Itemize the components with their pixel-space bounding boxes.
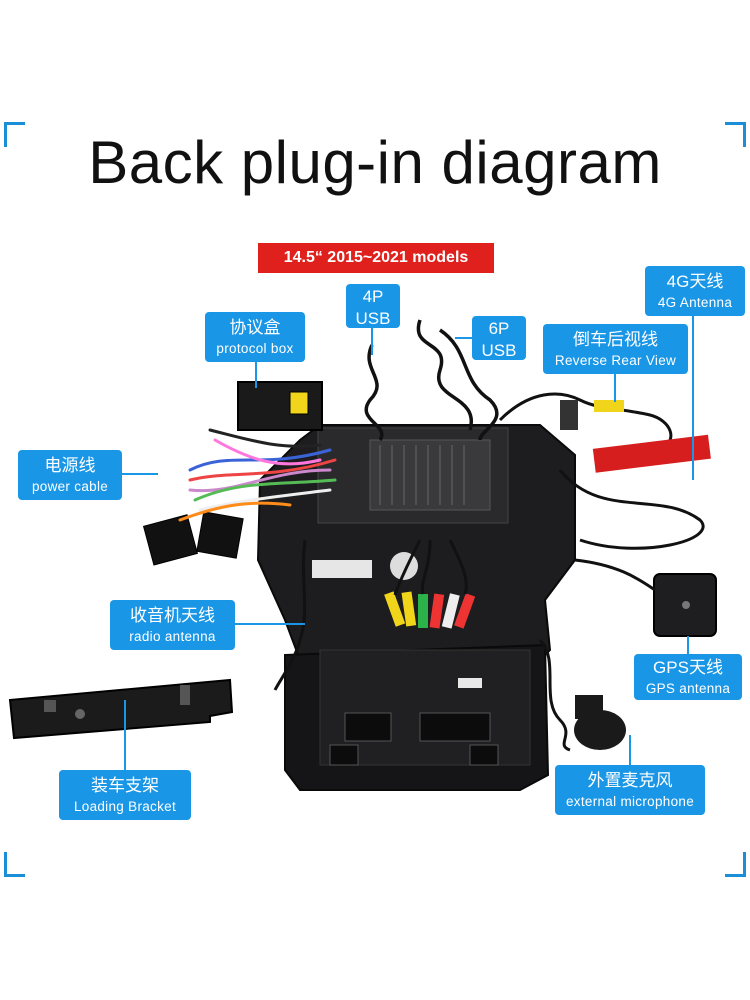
label-gps-antenna-en: GPS antenna bbox=[645, 680, 731, 696]
label-usb-6p: 6P USB bbox=[472, 316, 526, 360]
label-loading-bracket: 装车支架 Loading Bracket bbox=[59, 770, 191, 820]
corner-top-left bbox=[4, 122, 25, 147]
label-protocol-box-en: protocol box bbox=[216, 340, 294, 356]
reverse-connector bbox=[560, 400, 578, 430]
label-reverse-view-en: Reverse Rear View bbox=[554, 352, 677, 368]
label-gps-antenna: GPS天线 GPS antenna bbox=[634, 654, 742, 700]
ce-sticker bbox=[312, 560, 372, 578]
label-4g-antenna-en: 4G Antenna bbox=[657, 294, 733, 310]
usb-6p-cable bbox=[416, 319, 474, 431]
antenna-4g-device bbox=[592, 434, 711, 473]
label-gps-antenna-cn: GPS天线 bbox=[653, 658, 723, 677]
label-usb-6p-cn: 6P bbox=[488, 319, 510, 338]
label-usb-6p-en: USB bbox=[481, 340, 517, 360]
protocol-box-device bbox=[237, 381, 323, 431]
label-microphone-en: external microphone bbox=[565, 793, 695, 809]
label-power-cable: 电源线 power cable bbox=[18, 450, 122, 500]
protocol-box-sticker bbox=[289, 391, 309, 415]
white-plug bbox=[458, 678, 482, 688]
label-reverse-view-cn: 倒车后视线 bbox=[573, 330, 658, 349]
label-4g-antenna-cn: 4G天线 bbox=[666, 272, 724, 291]
label-radio-antenna-en: radio antenna bbox=[129, 628, 216, 644]
label-usb-4p: 4P USB bbox=[346, 284, 400, 328]
label-power-cable-en: power cable bbox=[31, 478, 109, 494]
corner-top-right bbox=[725, 122, 746, 147]
label-reverse-view: 倒车后视线 Reverse Rear View bbox=[543, 324, 688, 374]
label-radio-antenna: 收音机天线 radio antenna bbox=[110, 600, 235, 650]
harness-connector-left bbox=[344, 712, 392, 742]
small-connector-left bbox=[329, 744, 359, 766]
page-title: Back plug-in diagram bbox=[88, 129, 662, 196]
gps-cable bbox=[574, 558, 656, 592]
harness-connector-right bbox=[419, 712, 491, 742]
label-usb-4p-cn: 4P bbox=[362, 287, 384, 306]
reverse-rca-plug bbox=[594, 400, 624, 412]
label-microphone-cn: 外置麦克风 bbox=[587, 771, 673, 790]
label-protocol-box: 协议盒 protocol box bbox=[205, 312, 305, 362]
small-connector-right bbox=[469, 744, 499, 766]
power-plug-1 bbox=[142, 514, 199, 566]
loading-bracket-device bbox=[8, 678, 234, 740]
label-loading-bracket-en: Loading Bracket bbox=[73, 798, 177, 814]
corner-bottom-right bbox=[725, 852, 746, 877]
label-radio-antenna-cn: 收音机天线 bbox=[130, 606, 215, 625]
fin-module bbox=[369, 439, 491, 511]
microphone-device bbox=[574, 710, 626, 750]
corner-bottom-left bbox=[4, 852, 25, 877]
label-loading-bracket-cn: 装车支架 bbox=[91, 776, 159, 795]
models-badge: 14.5“ 2015~2021 models bbox=[258, 243, 494, 273]
antenna-4g-cable bbox=[558, 469, 705, 550]
label-4g-antenna: 4G天线 4G Antenna bbox=[645, 266, 745, 316]
label-microphone: 外置麦克风 external microphone bbox=[555, 765, 705, 815]
usb-4p-cable bbox=[364, 344, 384, 441]
label-power-cable-cn: 电源线 bbox=[44, 456, 96, 475]
label-protocol-box-cn: 协议盒 bbox=[229, 318, 281, 337]
label-usb-4p-en: USB bbox=[355, 308, 391, 328]
radio-antenna-cable bbox=[273, 539, 307, 691]
microphone-cable bbox=[538, 638, 571, 752]
power-plug-2 bbox=[196, 511, 244, 559]
